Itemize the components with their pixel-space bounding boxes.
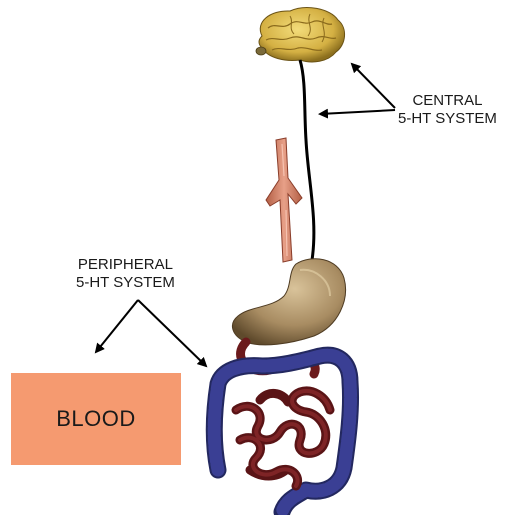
- peripheral-arrows: [96, 300, 206, 366]
- blood-box: BLOOD: [11, 373, 181, 465]
- stomach-icon: [232, 259, 345, 345]
- esophagus-icon: [266, 138, 302, 262]
- central-label-line2: 5-HT SYSTEM: [398, 110, 497, 128]
- central-5ht-label: CENTRAL 5-HT SYSTEM: [398, 92, 497, 128]
- small-intestine-icon: [236, 391, 330, 486]
- peripheral-5ht-label: PERIPHERAL 5-HT SYSTEM: [76, 256, 175, 292]
- peripheral-label-line1: PERIPHERAL: [76, 256, 175, 274]
- central-label-line1: CENTRAL: [398, 92, 497, 110]
- peripheral-label-line2: 5-HT SYSTEM: [76, 274, 175, 292]
- blood-label: BLOOD: [56, 406, 136, 432]
- brain-icon: [256, 8, 345, 62]
- central-arrows: [320, 64, 395, 114]
